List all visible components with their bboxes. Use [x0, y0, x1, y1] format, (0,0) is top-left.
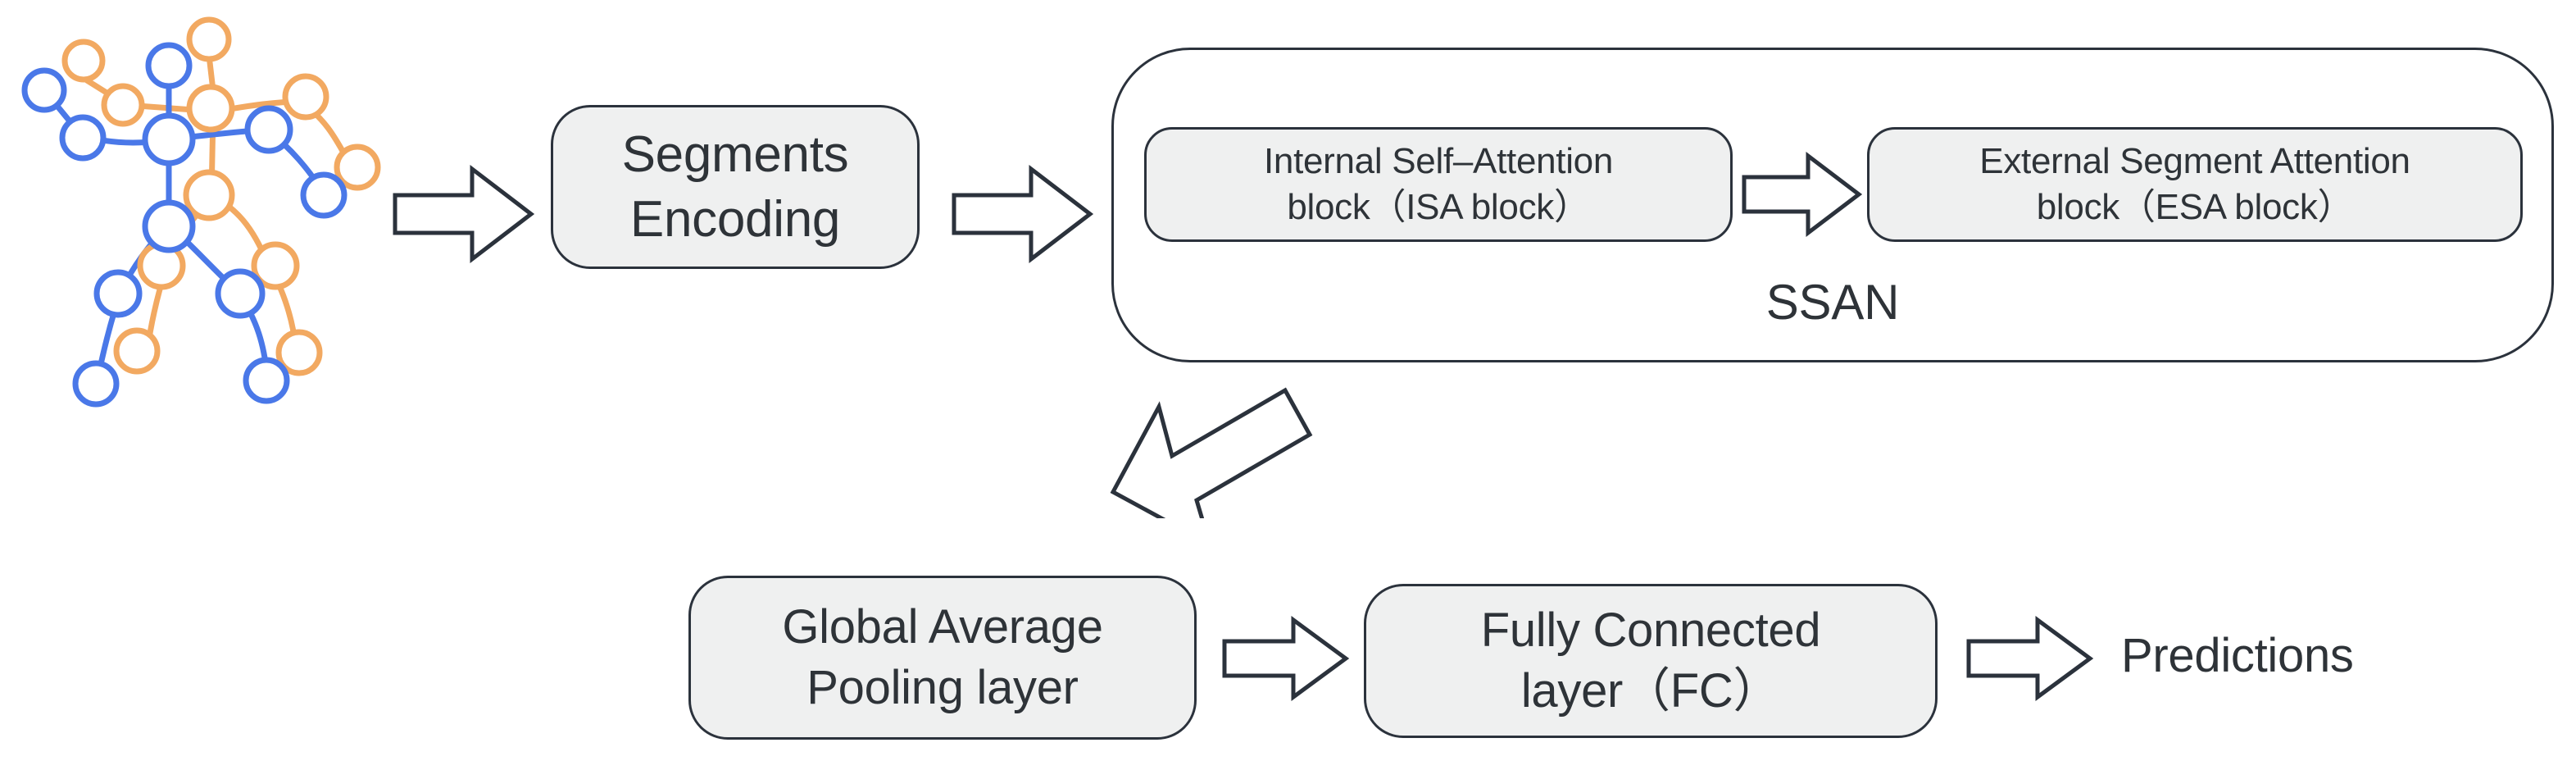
fully-connected-layer-node[interactable]: Fully Connected layer（FC） [1364, 584, 1938, 738]
global-average-pooling-node[interactable]: Global Average Pooling layer [688, 576, 1197, 740]
segments-encoding-label: Segments Encoding [621, 125, 849, 248]
arrow-fc-to-predictions [1960, 613, 2098, 704]
isa-block-node[interactable]: Internal Self–Attention block（ISA block） [1144, 127, 1733, 242]
ssan-caption-label: SSAN [1765, 275, 1900, 330]
predictions-label: Predictions [2121, 628, 2354, 683]
predictions-text: Predictions [2121, 629, 2354, 682]
segments-encoding-node[interactable]: Segments Encoding [551, 105, 920, 269]
arrow-skeleton-to-segments [385, 161, 541, 267]
ssan-caption: SSAN [1111, 274, 2554, 330]
isa-block-label: Internal Self–Attention block（ISA block） [1263, 140, 1614, 227]
skeleton-graph-input [7, 5, 392, 456]
arrow-gap-to-fc [1216, 613, 1354, 704]
fully-connected-layer-label: Fully Connected layer（FC） [1480, 603, 1821, 718]
esa-block-node[interactable]: External Segment Attention block（ESA blo… [1867, 127, 2523, 242]
arrow-isa-to-esa [1736, 149, 1865, 239]
arrow-segments-to-ssan [944, 161, 1100, 267]
global-average-pooling-label: Global Average Pooling layer [782, 599, 1103, 714]
esa-block-label: External Segment Attention block（ESA blo… [1979, 140, 2410, 227]
arrow-ssan-to-gap [1095, 371, 1333, 518]
